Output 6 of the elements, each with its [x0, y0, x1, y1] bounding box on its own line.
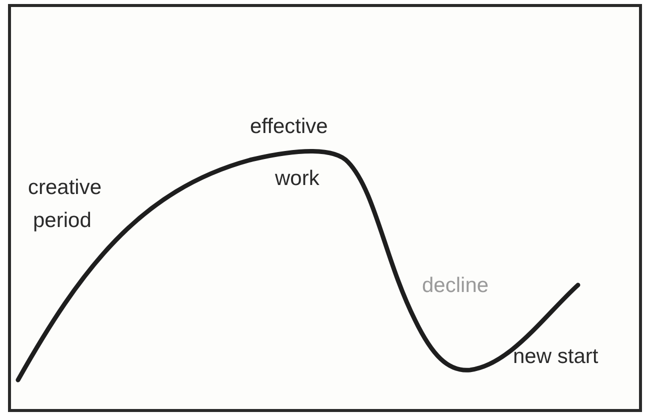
curve-label: decline — [422, 274, 489, 298]
curve-label: new start — [513, 345, 598, 369]
curve-label: work — [275, 167, 320, 191]
curve-label: creative — [28, 176, 102, 200]
curve-label: effective — [250, 115, 328, 139]
curve-label: period — [33, 209, 92, 233]
